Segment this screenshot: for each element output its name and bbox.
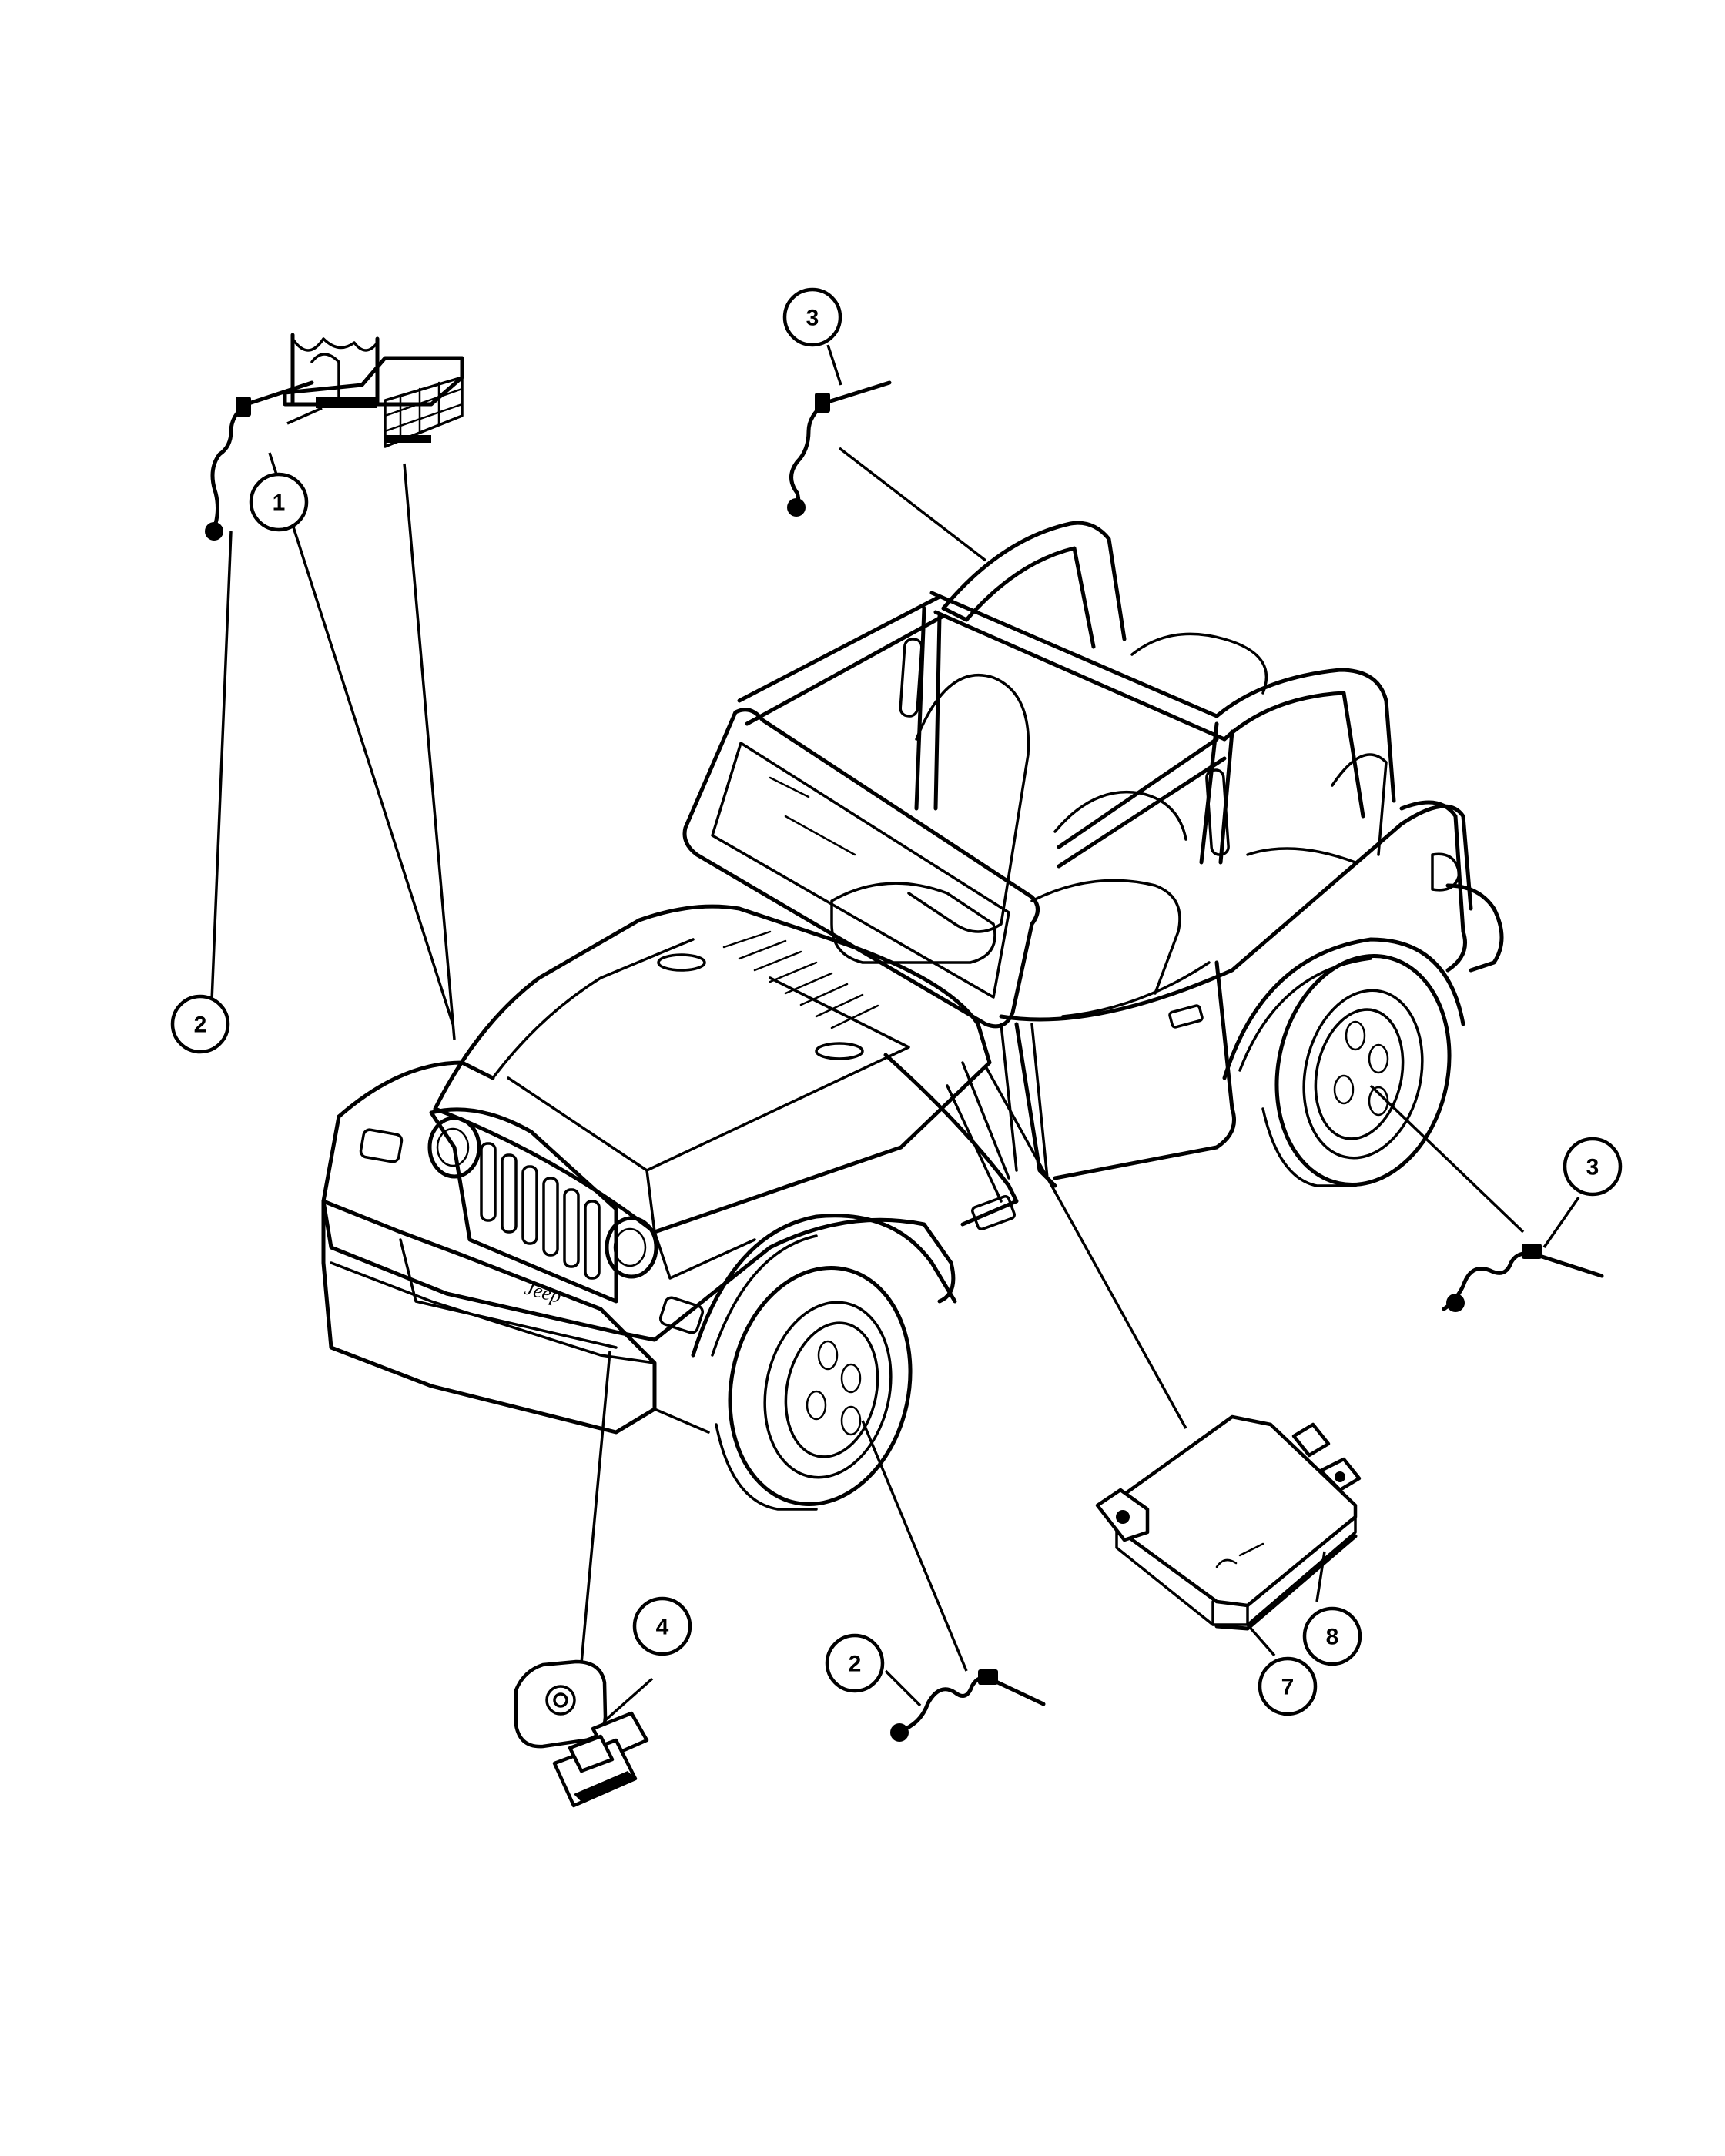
part-4-bracket-sensor <box>514 1659 649 1808</box>
svg-text:7: 7 <box>1281 1675 1295 1700</box>
callout-3-right: 3 <box>1563 1137 1623 1197</box>
callout-2-upper: 2 <box>170 994 230 1054</box>
windshield <box>682 708 1040 1029</box>
callout-2-lower: 2 <box>825 1633 885 1693</box>
rear-wheel <box>1261 954 1452 1187</box>
headlight-right <box>605 1216 658 1279</box>
callout-3-upper: 3 <box>782 287 842 347</box>
callout-8: 8 <box>1302 1606 1362 1666</box>
vehicle-illustration: Jeep <box>321 521 1504 1511</box>
grille <box>429 1107 618 1304</box>
svg-text:2: 2 <box>849 1652 862 1677</box>
front-wheel <box>715 1266 913 1511</box>
svg-text:3: 3 <box>806 306 819 331</box>
leader-lines <box>210 344 1580 1722</box>
hood <box>433 904 992 1234</box>
svg-text:4: 4 <box>656 1615 669 1640</box>
part-2-sensor-upper <box>205 380 314 541</box>
part-1-bracket <box>283 333 464 448</box>
body-tub <box>999 800 1504 1180</box>
headlight-left <box>427 1116 481 1179</box>
front-seat <box>830 673 1187 995</box>
part-3-sensor-right <box>1442 1244 1604 1312</box>
svg-text:2: 2 <box>194 1013 207 1038</box>
part-2-sensor-bottom <box>890 1669 1046 1742</box>
callout-7: 7 <box>1258 1656 1318 1716</box>
cowl-vents <box>722 930 879 1029</box>
part-7-8-control-module <box>1095 1414 1362 1631</box>
svg-text:8: 8 <box>1326 1625 1339 1650</box>
rear-seat <box>1130 632 1388 864</box>
svg-text:3: 3 <box>1586 1155 1599 1180</box>
front-body: Jeep <box>321 1022 1057 1435</box>
svg-text:1: 1 <box>273 490 286 516</box>
roll-cage <box>737 521 1396 869</box>
callout-4: 4 <box>632 1596 692 1656</box>
callout-1: 1 <box>249 472 309 532</box>
grille-badge: Jeep <box>522 1277 564 1307</box>
part-3-sensor-top <box>787 380 892 517</box>
